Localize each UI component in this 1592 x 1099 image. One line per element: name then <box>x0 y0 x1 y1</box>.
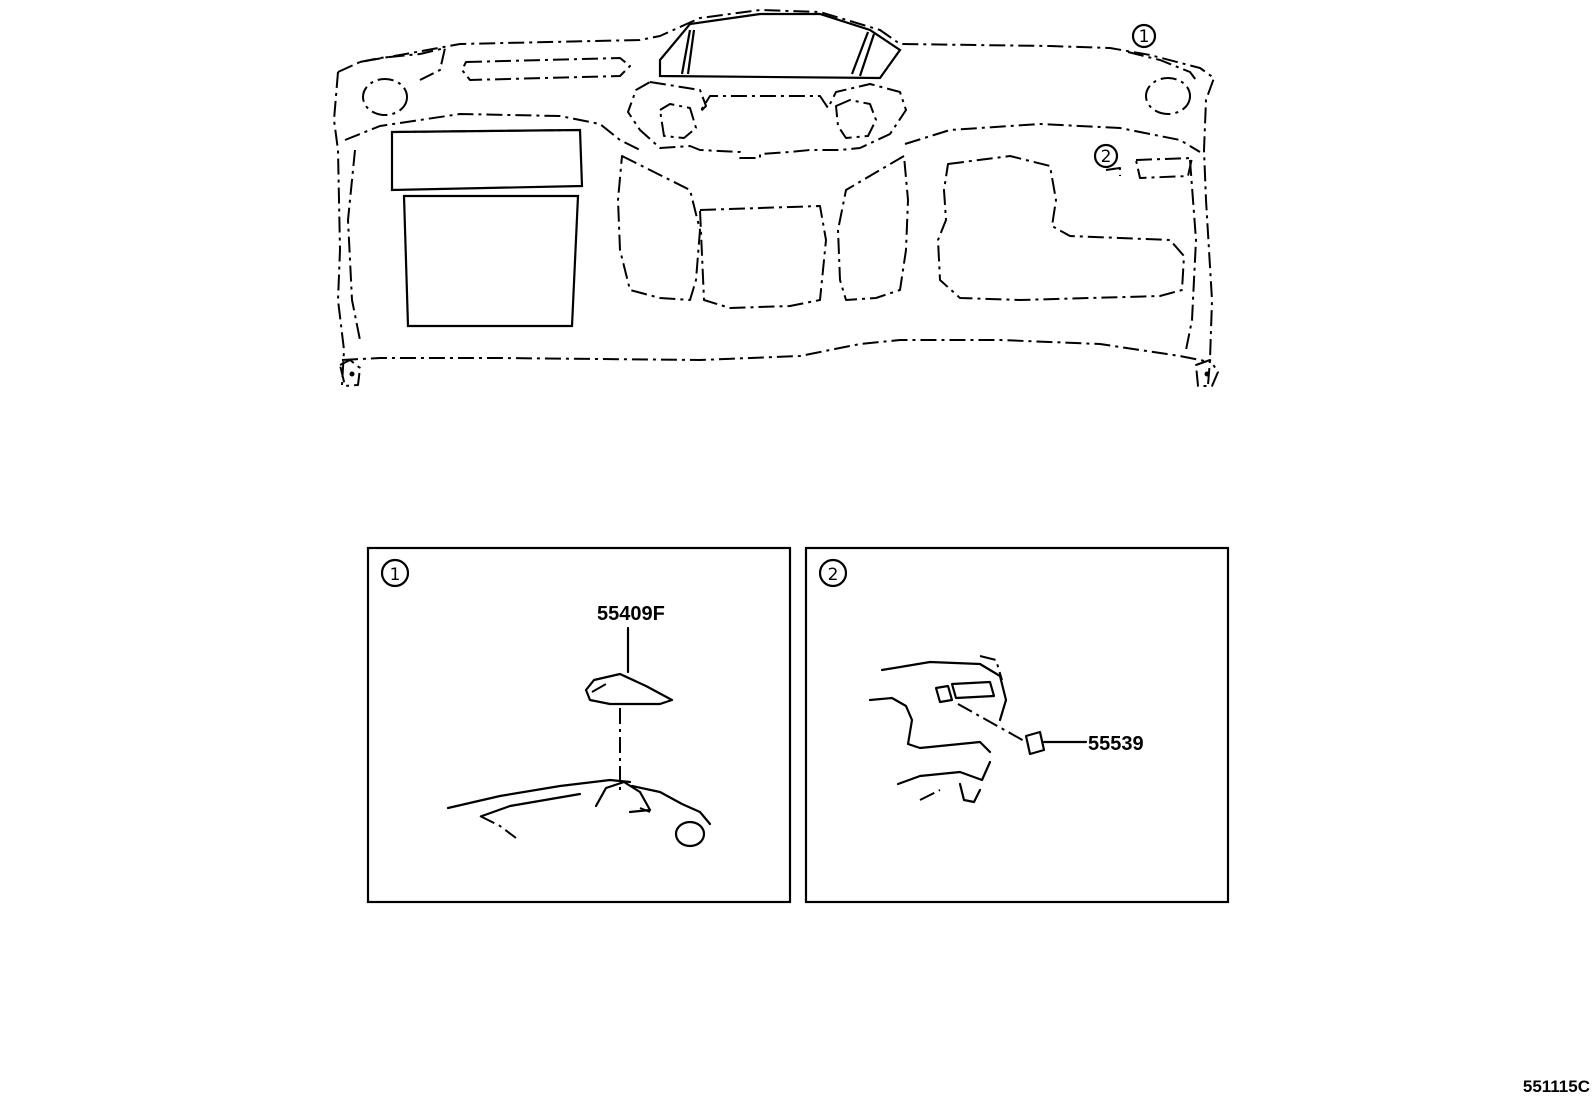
instrument-panel-overview: 1 2 <box>333 9 1219 387</box>
panel-2-callout: 2 <box>828 565 839 585</box>
part-number-55409F: 55409F <box>597 603 665 625</box>
detail-panel-2: 2 55539 <box>804 546 1230 904</box>
overview-callout-2: 2 <box>1101 147 1112 167</box>
overview-callout-1: 1 <box>1139 27 1150 47</box>
drawing-number: 551115C <box>1523 1077 1590 1096</box>
part-number-55539: 55539 <box>1088 733 1144 755</box>
cover-part-icon <box>584 672 674 706</box>
detail-panel-1: 1 55409F <box>366 546 792 904</box>
clip-part-icon <box>1024 730 1046 756</box>
panel-1-callout: 1 <box>390 565 401 585</box>
